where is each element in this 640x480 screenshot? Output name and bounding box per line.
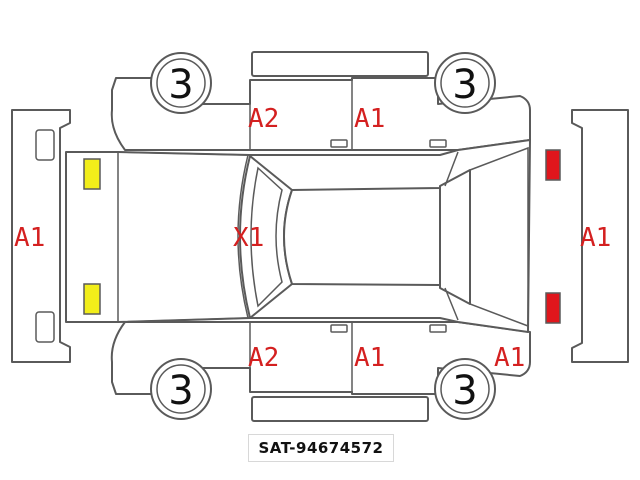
wheel-label: 3 xyxy=(452,368,477,414)
trunk xyxy=(469,146,529,328)
code-rear-panel: A1 xyxy=(580,223,611,253)
code-left-rear-door: A1 xyxy=(354,104,385,134)
taillight-marker-top xyxy=(545,149,561,181)
roof xyxy=(283,185,446,289)
rear-bumper xyxy=(571,109,629,363)
bottom-side-body xyxy=(110,321,531,395)
wheel-label: 3 xyxy=(168,62,193,108)
headlight-marker-top xyxy=(83,158,101,190)
headlight-marker-bottom xyxy=(83,283,101,315)
wheel-front-bottom: 3 xyxy=(150,358,212,420)
rear-window xyxy=(439,169,471,305)
wheel-label: 3 xyxy=(452,62,477,108)
wheel-rear-top: 3 xyxy=(434,52,496,114)
front-bumper xyxy=(11,109,71,363)
wheel-rear-bottom: 3 xyxy=(434,358,496,420)
stock-number-label: SAT-94674572 xyxy=(248,434,394,462)
top-side-skirt xyxy=(251,51,429,77)
code-right-front-door: A2 xyxy=(248,343,279,373)
wheel-label: 3 xyxy=(168,368,193,414)
bottom-side-skirt xyxy=(251,396,429,422)
code-right-rear-door: A1 xyxy=(354,343,385,373)
car-top-view xyxy=(65,139,531,333)
hood xyxy=(117,151,249,323)
code-left-front-door: A2 xyxy=(248,104,279,134)
taillight-marker-bottom xyxy=(545,292,561,324)
code-front-panel: A1 xyxy=(14,223,45,253)
top-side-body xyxy=(110,77,531,151)
code-rear-quarter: A1 xyxy=(494,343,525,373)
wheel-front-top: 3 xyxy=(150,52,212,114)
code-roof: X1 xyxy=(233,223,264,253)
